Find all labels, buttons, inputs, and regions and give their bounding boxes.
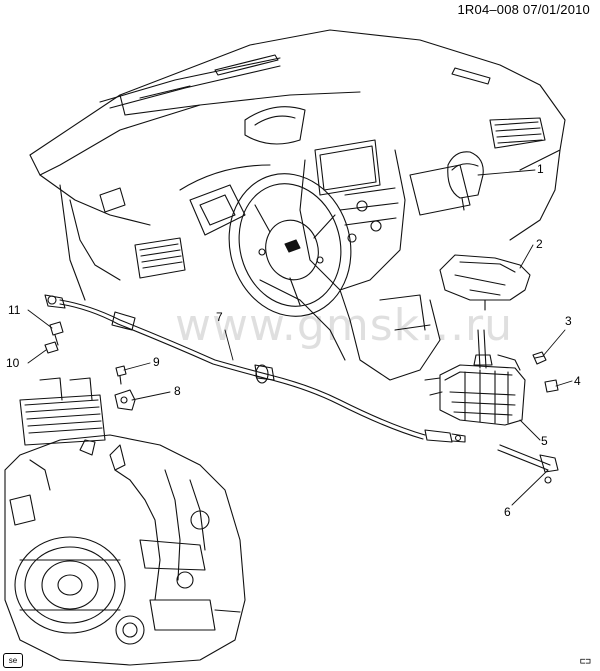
diagram-header: 1R04–008 07/01/2010 bbox=[458, 2, 591, 17]
clip-part-4 bbox=[544, 379, 559, 393]
bolt-part-9 bbox=[115, 365, 127, 385]
nut-part-3 bbox=[532, 351, 547, 365]
transmission bbox=[4, 377, 246, 666]
clip-part-11 bbox=[49, 321, 64, 346]
shifter-bezel bbox=[439, 254, 531, 311]
bracket-part-8 bbox=[114, 389, 136, 411]
shift-cable bbox=[44, 294, 466, 443]
callout-6: 6 bbox=[504, 505, 511, 519]
leader-lines bbox=[27, 169, 573, 506]
se-badge: se bbox=[3, 653, 23, 668]
rod-part-6 bbox=[497, 444, 559, 484]
callout-2: 2 bbox=[536, 237, 543, 251]
callout-11: 11 bbox=[8, 303, 21, 317]
shifter-assembly bbox=[424, 329, 526, 426]
callout-8: 8 bbox=[174, 384, 181, 398]
callout-3: 3 bbox=[565, 314, 572, 328]
nut-part-10 bbox=[44, 341, 59, 354]
diagram-code: 1R04–008 bbox=[457, 2, 520, 17]
callout-5: 5 bbox=[541, 434, 548, 448]
shift-knob bbox=[447, 151, 484, 211]
corner-mark: ⊏⊐ bbox=[580, 657, 591, 667]
callout-4: 4 bbox=[574, 374, 581, 388]
watermark: www.gmsk...ru bbox=[175, 300, 514, 351]
diagram-date: 07/01/2010 bbox=[522, 2, 590, 17]
instrument-panel bbox=[29, 29, 566, 381]
callout-1: 1 bbox=[537, 162, 544, 176]
callout-9: 9 bbox=[153, 355, 160, 369]
callout-7: 7 bbox=[216, 310, 223, 324]
callout-10: 10 bbox=[6, 356, 20, 370]
steering-wheel bbox=[228, 173, 352, 317]
